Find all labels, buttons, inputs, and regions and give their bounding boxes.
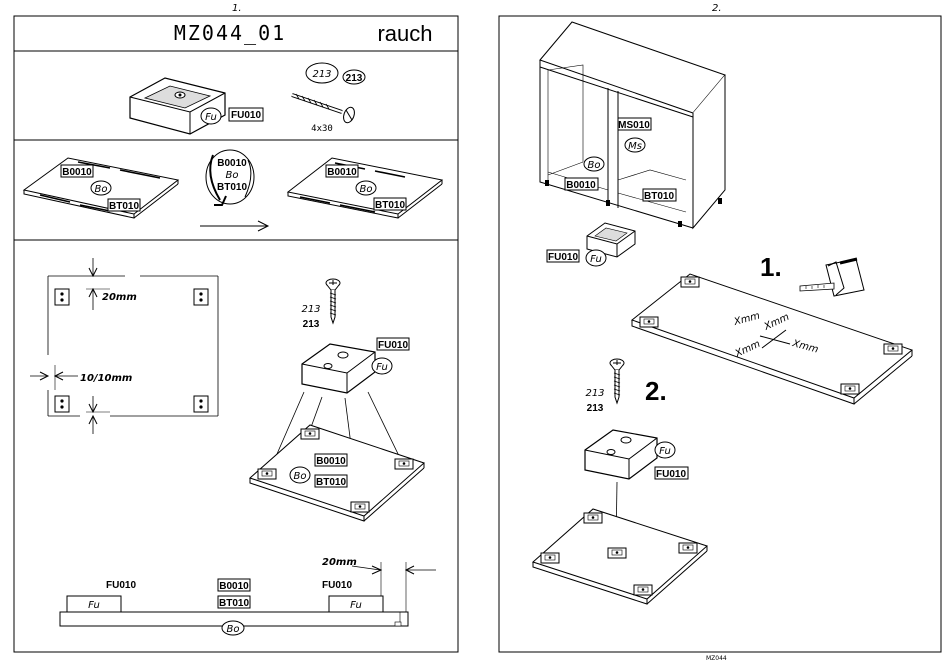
foot-code-left: FU010 xyxy=(378,340,408,351)
corner-offset-dim: 10/10mm xyxy=(80,373,132,384)
screw-ref-bold-right: 213 xyxy=(587,403,604,414)
screw-ref: 213 xyxy=(346,73,363,84)
step-1-label: 1. xyxy=(760,252,782,282)
foot-code: FU010 xyxy=(231,110,261,121)
screw-ref-circled: 213 xyxy=(312,69,331,80)
foot-symbol-side2: Fu xyxy=(350,600,362,611)
model-code: MZ044_01 xyxy=(174,21,286,45)
bottom-symbol-cab: Bo xyxy=(588,160,601,171)
step-2-label: 2. xyxy=(645,376,667,406)
screw-illustration xyxy=(292,94,356,124)
foot-code-small: FU010 xyxy=(548,252,578,263)
screw-ref-italic-left: 213 xyxy=(301,304,320,315)
panel-with-feet-left xyxy=(250,425,424,521)
footer-code: MZ044 xyxy=(706,655,727,662)
bottom-code-rotated: B0010 xyxy=(327,167,357,178)
screw-assembly-left xyxy=(326,279,340,323)
foot-symbol: Fu xyxy=(205,112,217,123)
middle-symbol: Ms xyxy=(628,141,642,152)
foot-block-exploded-right xyxy=(585,430,657,479)
brand-logo: rauch xyxy=(377,21,432,46)
side-offset-dim: 20mm xyxy=(322,557,357,568)
middle-code: MS010 xyxy=(618,120,650,131)
back-code-side: BT010 xyxy=(219,598,249,609)
foot-code-side1: FU010 xyxy=(106,580,136,591)
screw-ref-bold-left: 213 xyxy=(303,319,320,330)
back-code-rotated: BT010 xyxy=(375,200,405,211)
foot-symbol-side1: Fu xyxy=(88,600,100,611)
foot-block-exploded-left xyxy=(302,344,375,393)
bottom-code-side: B0010 xyxy=(219,581,249,592)
bottom-code-front: B0010 xyxy=(62,167,92,178)
foot-code-right: FU010 xyxy=(656,469,686,480)
screw-size: 4x30 xyxy=(311,124,333,134)
rotate-line3: BT010 xyxy=(217,182,247,193)
side-elevation xyxy=(60,562,436,626)
plan-view xyxy=(30,258,218,434)
panel-with-feet-right xyxy=(533,509,707,604)
bottom-code-cab: B0010 xyxy=(566,180,596,191)
back-code-left: BT010 xyxy=(316,477,346,488)
right-page: MS010 Ms Bo B0010 BT010 FU010 Fu 1. xyxy=(499,16,941,652)
bottom-code-left: B0010 xyxy=(316,456,346,467)
edge-offset-dim: 20mm xyxy=(102,292,137,303)
foot-symbol-right: Fu xyxy=(659,446,671,457)
foot-symbol-left: Fu xyxy=(376,362,388,373)
foot-symbol-small: Fu xyxy=(590,254,602,265)
bottom-symbol-front: Bo xyxy=(95,184,108,195)
bottom-symbol-left: Bo xyxy=(294,471,307,482)
bottom-symbol-side: Bo xyxy=(227,624,240,635)
screw-ref-italic-right: 213 xyxy=(585,388,604,399)
direction-arrow-icon xyxy=(200,221,268,231)
back-code-front: BT010 xyxy=(109,201,139,212)
rotate-line1: B0010 xyxy=(217,158,247,169)
left-page: MZ044_01 rauch Fu FU010 213 213 4x30 xyxy=(14,16,458,652)
screw-assembly-right xyxy=(610,359,624,403)
tape-measure-icon xyxy=(800,259,864,296)
back-code-cab: BT010 xyxy=(644,191,674,202)
panel-measure xyxy=(632,274,912,404)
foot-code-side2: FU010 xyxy=(322,580,352,591)
foot-part-illustration xyxy=(130,78,225,134)
rotate-line2: Bo xyxy=(226,170,239,181)
bottom-symbol-rotated: Bo xyxy=(360,184,373,195)
